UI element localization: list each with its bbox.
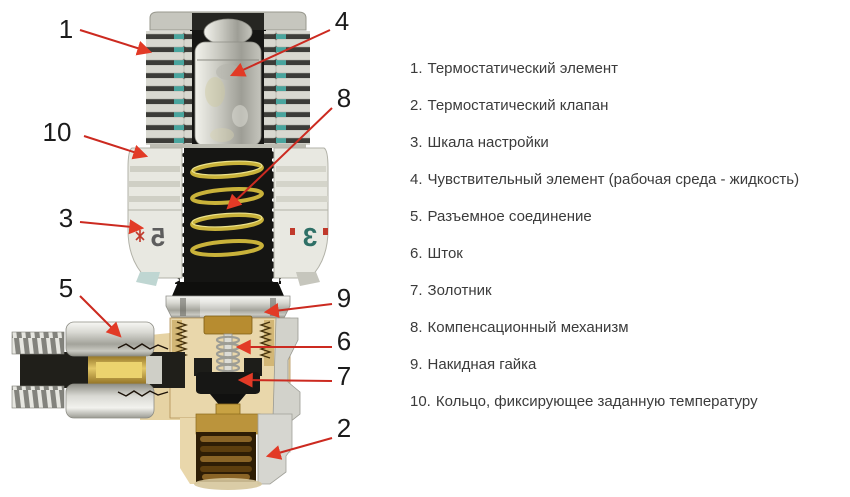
callout-4: 4 — [335, 6, 349, 36]
arrow-3 — [79, 219, 145, 235]
arrow-10 — [83, 135, 149, 160]
pipe-brass-core — [96, 362, 142, 378]
arrow-5 — [79, 295, 122, 338]
joint-thread-mark-bottom — [117, 390, 169, 397]
scale-digit-right: 3 — [303, 222, 317, 252]
union-nut-lower — [65, 383, 155, 419]
arrow-7 — [237, 372, 333, 388]
legend-item-7: 7. Золотник — [410, 282, 840, 300]
callout-3: 3 — [59, 203, 73, 233]
scale-digit-left: 5 — [151, 222, 165, 252]
shell-tab-left — [136, 272, 160, 286]
callout-2: 2 — [337, 413, 351, 443]
legend-num: 3. — [410, 134, 423, 151]
tail-brass-top — [195, 413, 261, 435]
arrow-9 — [263, 303, 333, 318]
callout-9: 9 — [337, 283, 351, 313]
legend-item-6: 6. Шток — [410, 245, 840, 263]
locking-ring-and-scale-left: 5 — [127, 147, 183, 279]
pipe-connection — [11, 321, 185, 419]
legend-item-5: 5. Разъемное соединение — [410, 208, 840, 226]
legend-text: Шток — [427, 245, 463, 262]
stem-spring — [215, 335, 241, 373]
core-base-flange — [172, 282, 284, 296]
legend-item-10: 10. Кольцо, фиксирующее заданную темпера… — [410, 393, 840, 411]
legend-text: Термостатический клапан — [427, 97, 609, 114]
callout-5: 5 — [59, 273, 73, 303]
seat-block-left — [194, 358, 212, 376]
legend-text: Накидная гайка — [427, 356, 537, 373]
legend-item-1: 1. Термостатический элемент — [410, 60, 840, 78]
callout-8: 8 — [337, 83, 351, 113]
parts-legend: 1. Термостатический элемент 2. Термостат… — [410, 60, 840, 430]
legend-num: 1. — [410, 60, 423, 77]
thermostatic-head — [146, 11, 310, 148]
legend-num: 8. — [410, 319, 423, 336]
thread-hatch-right — [258, 321, 273, 359]
head-bottom-edge — [150, 144, 306, 148]
legend-item-9: 9. Накидная гайка — [410, 356, 840, 374]
pipe-sleeve-ring — [146, 356, 162, 384]
legend-num: 10. — [410, 393, 431, 410]
legend-text: Разъемное соединение — [427, 208, 592, 225]
arrow-4 — [229, 29, 331, 77]
tail-bottom-rim — [194, 478, 262, 490]
legend-text: Компенсационный механизм — [427, 319, 629, 336]
legend-item-2: 2. Термостатический клапан — [410, 97, 840, 115]
arrow-8 — [226, 107, 333, 210]
legend-num: 5. — [410, 208, 423, 225]
pipe-thread-bottom — [11, 385, 65, 409]
tail-outer-chrome — [257, 413, 293, 485]
shell-tab-right — [296, 272, 320, 286]
pipe-thread-top — [11, 331, 65, 355]
legend-num: 2. — [410, 97, 423, 114]
valve-tailpiece — [180, 413, 293, 490]
legend-item-3: 3. Шкала настройки — [410, 134, 840, 152]
legend-text: Термостатический элемент — [427, 60, 619, 77]
head-fins-right — [264, 31, 310, 145]
legend-text: Кольцо, фиксирующее заданную температуру — [435, 393, 758, 410]
head-mid-section: 5 3 — [127, 147, 329, 296]
arrow-1 — [79, 29, 153, 56]
legend-num: 4. — [410, 171, 423, 188]
legend-num: 6. — [410, 245, 423, 262]
cap-nut — [165, 295, 291, 319]
legend-num: 7. — [410, 282, 423, 299]
callout-10: 10 — [43, 117, 72, 147]
valve-cutaway-diagram: 5 3 — [11, 6, 352, 490]
body-brass-right — [264, 320, 274, 366]
legend-num: 9. — [410, 356, 423, 373]
legend-item-8: 8. Компенсационный механизм — [410, 319, 840, 337]
callout-arrows — [79, 29, 333, 460]
legend-text: Чувствительный элемент (рабочая среда - … — [427, 171, 800, 188]
callout-7: 7 — [337, 361, 351, 391]
legend-item-4: 4. Чувствительный элемент (рабочая среда… — [410, 171, 840, 189]
seat-block-right — [244, 358, 262, 376]
callout-numbers: 1 4 10 8 3 5 9 6 7 2 — [43, 6, 352, 443]
gland-block — [203, 315, 253, 335]
locking-ring-and-scale-right: 3 — [273, 147, 329, 279]
legend-text: Золотник — [427, 282, 492, 299]
body-brass-left — [172, 320, 182, 366]
callout-6: 6 — [337, 326, 351, 356]
callout-1: 1 — [59, 14, 73, 44]
arrow-2 — [265, 437, 333, 460]
tail-cut-left — [180, 418, 200, 484]
joint-thread-mark-top — [117, 343, 169, 350]
head-fins-left — [146, 31, 192, 145]
legend-text: Шкала настройки — [427, 134, 549, 151]
